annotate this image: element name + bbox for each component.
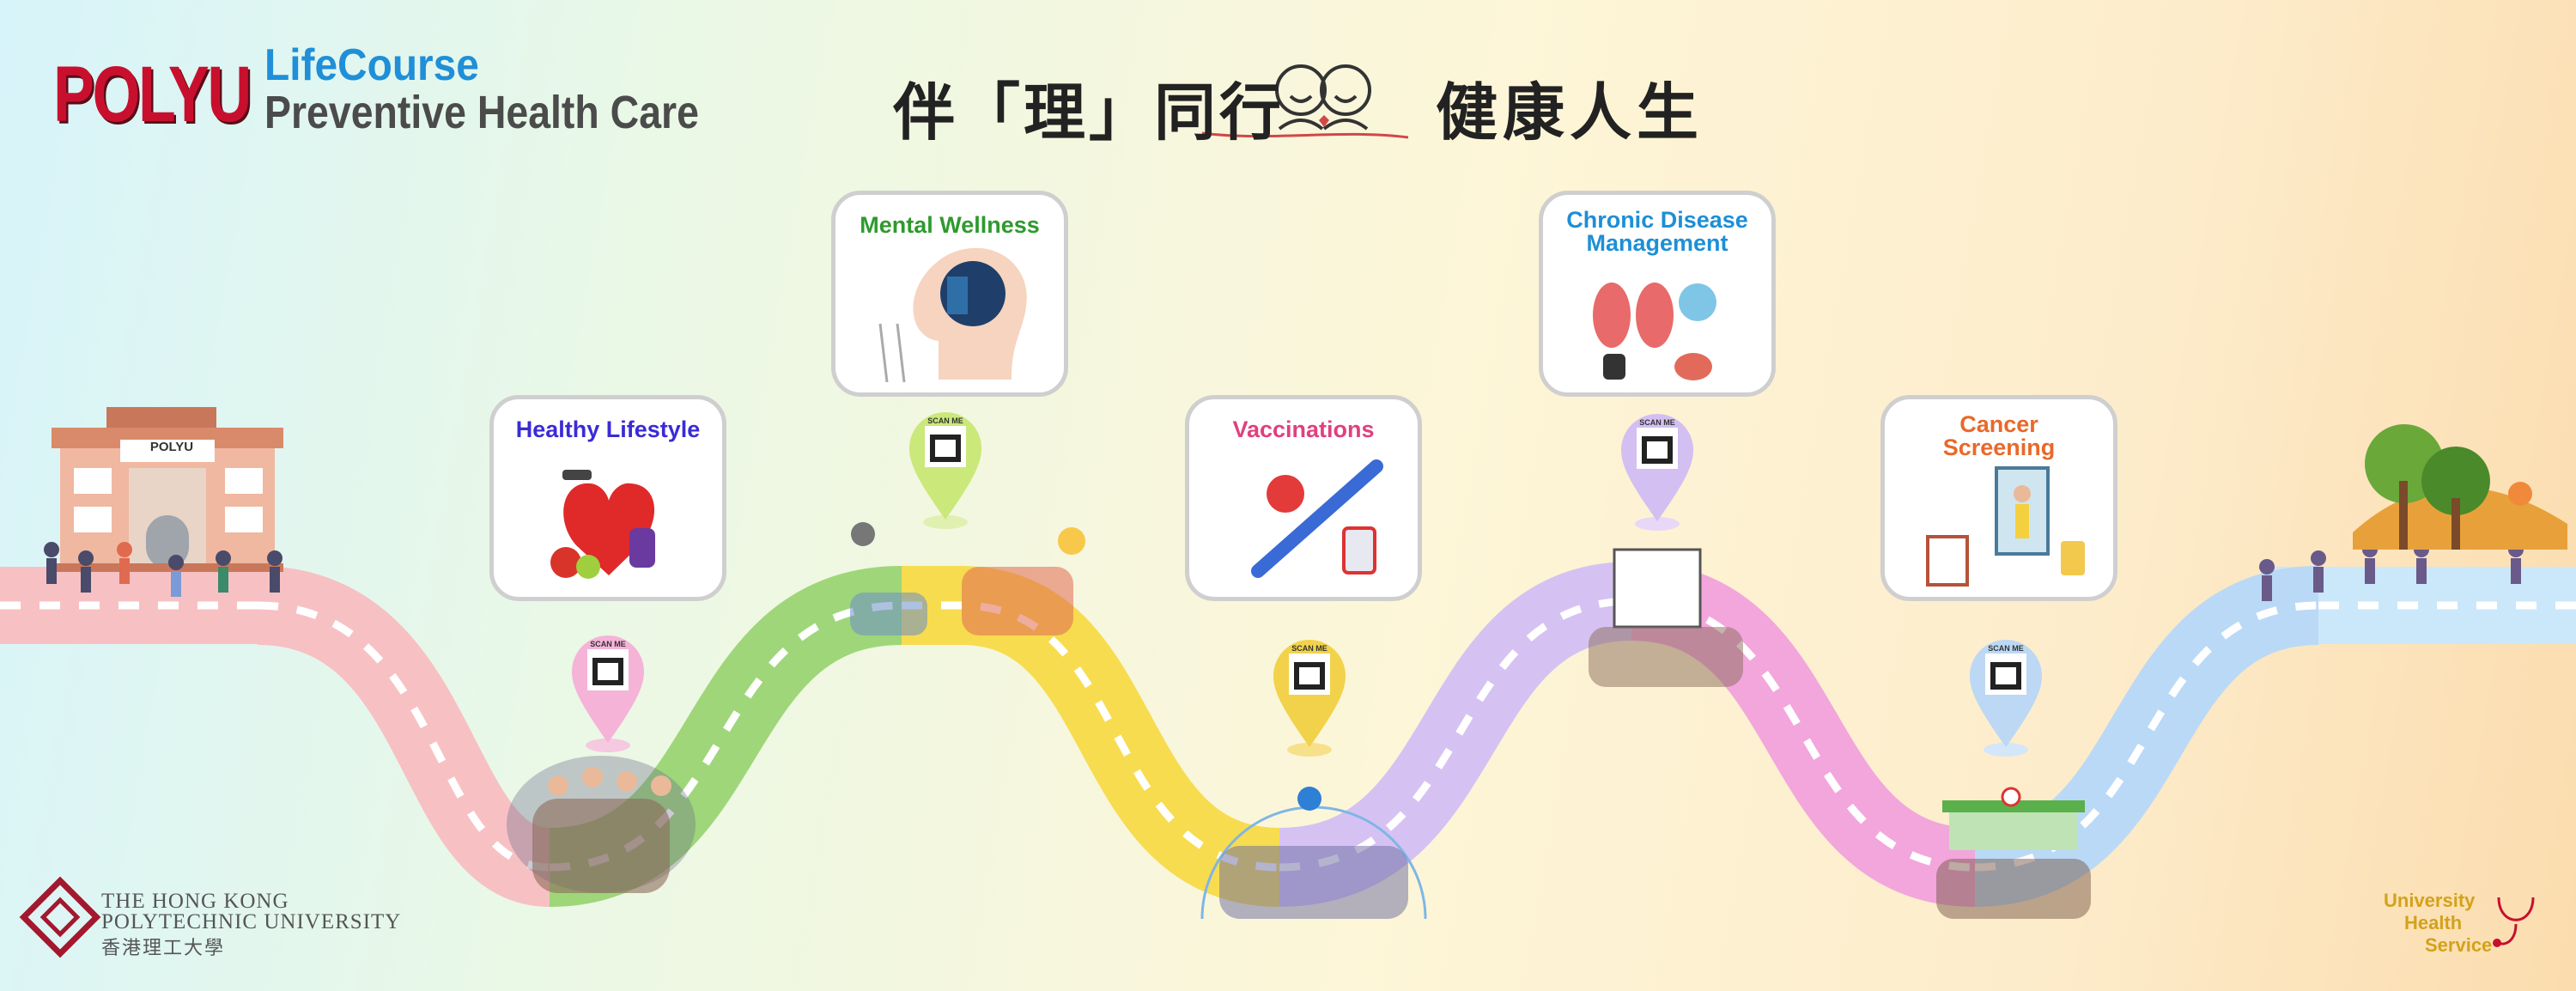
road-segment-yellow: [902, 566, 1281, 907]
building-sign: POLYU: [149, 440, 194, 454]
card-mental-wellness[interactable]: Mental Wellness: [831, 191, 1068, 397]
cancer-screening-icon: [1926, 466, 2085, 587]
card-title: Cancer Screening: [1885, 413, 2113, 459]
healthy-lifestyle-icon: [550, 470, 655, 579]
card-title-line1: Chronic Disease: [1566, 207, 1748, 233]
crowd-group-families: [1200, 787, 1427, 920]
card-title: Vaccinations: [1232, 416, 1375, 442]
slogan-underline: [1201, 131, 1409, 139]
qr-scan-label: SCAN ME: [590, 640, 626, 648]
road-segment-blue: [1973, 566, 2320, 907]
crowd-group-young-adults: [507, 756, 696, 893]
lifecourse-title: LifeCourse: [264, 40, 479, 90]
vaccinations-icon: [1251, 459, 1383, 578]
qr-scan-label: SCAN ME: [1639, 418, 1675, 427]
qr-scan-label: SCAN ME: [1988, 644, 2024, 653]
card-title: Healthy Lifestyle: [515, 416, 701, 442]
qr-pin-healthy-lifestyle[interactable]: [572, 635, 644, 756]
crowd-group-seniors: [1936, 787, 2091, 919]
university-name-zh: 香港理工大學: [101, 938, 226, 959]
qr-scan-label: SCAN ME: [1291, 644, 1327, 653]
program-subtitle: Preventive Health Care: [264, 87, 699, 138]
qr-pin-chronic-disease[interactable]: [1621, 414, 1693, 534]
card-title: Mental Wellness: [860, 212, 1040, 238]
card-cancer-screening[interactable]: Cancer Screening: [1880, 395, 2117, 601]
uhs-line1: University: [2384, 890, 2476, 911]
polyu-emblem-icon: [19, 876, 101, 958]
card-title: Chronic Disease Management: [1543, 209, 1771, 255]
slogan-right: 健康人生: [1436, 76, 1704, 149]
qr-scan-label: SCAN ME: [927, 416, 963, 425]
road-center-dashes: [0, 597, 2576, 872]
polyu-brand-logo: POLYU: [53, 51, 252, 138]
card-title-line1: Cancer: [1959, 411, 2038, 437]
chronic-disease-icon: [1593, 283, 1716, 380]
crowd-group-weather: [850, 522, 1085, 635]
heart-icon: [1319, 115, 1329, 127]
card-chronic-disease[interactable]: Chronic Disease Management: [1539, 191, 1776, 397]
qr-pin-vaccinations[interactable]: [1273, 640, 1346, 760]
card-title-line2: Management: [1586, 230, 1728, 256]
uhs-line2: Health: [2404, 912, 2463, 933]
slogan-left: 伴「理」同行: [893, 76, 1285, 149]
qr-pin-cancer-screening[interactable]: [1970, 640, 2042, 760]
university-name-line1: THE HONG KONG: [101, 890, 289, 913]
university-name-line2: POLYTECHNIC UNIVERSITY: [101, 910, 402, 933]
card-title-line2: Screening: [1942, 435, 2056, 460]
road-segment-pink: [256, 566, 553, 907]
runners-group: [44, 542, 283, 597]
crowd-group-clinic: [1589, 548, 1743, 687]
park-trees: [2353, 424, 2567, 550]
card-healthy-lifestyle[interactable]: Healthy Lifestyle: [489, 395, 726, 601]
qr-pin-mental-wellness[interactable]: [909, 412, 981, 532]
smile-faces-icon: [1275, 64, 1371, 131]
mental-wellness-icon: [878, 247, 1027, 383]
stethoscope-icon: [2493, 897, 2535, 947]
polyu-building-illustration: [52, 407, 283, 572]
uhs-line3: Service: [2425, 934, 2493, 956]
card-vaccinations[interactable]: Vaccinations: [1185, 395, 1422, 601]
